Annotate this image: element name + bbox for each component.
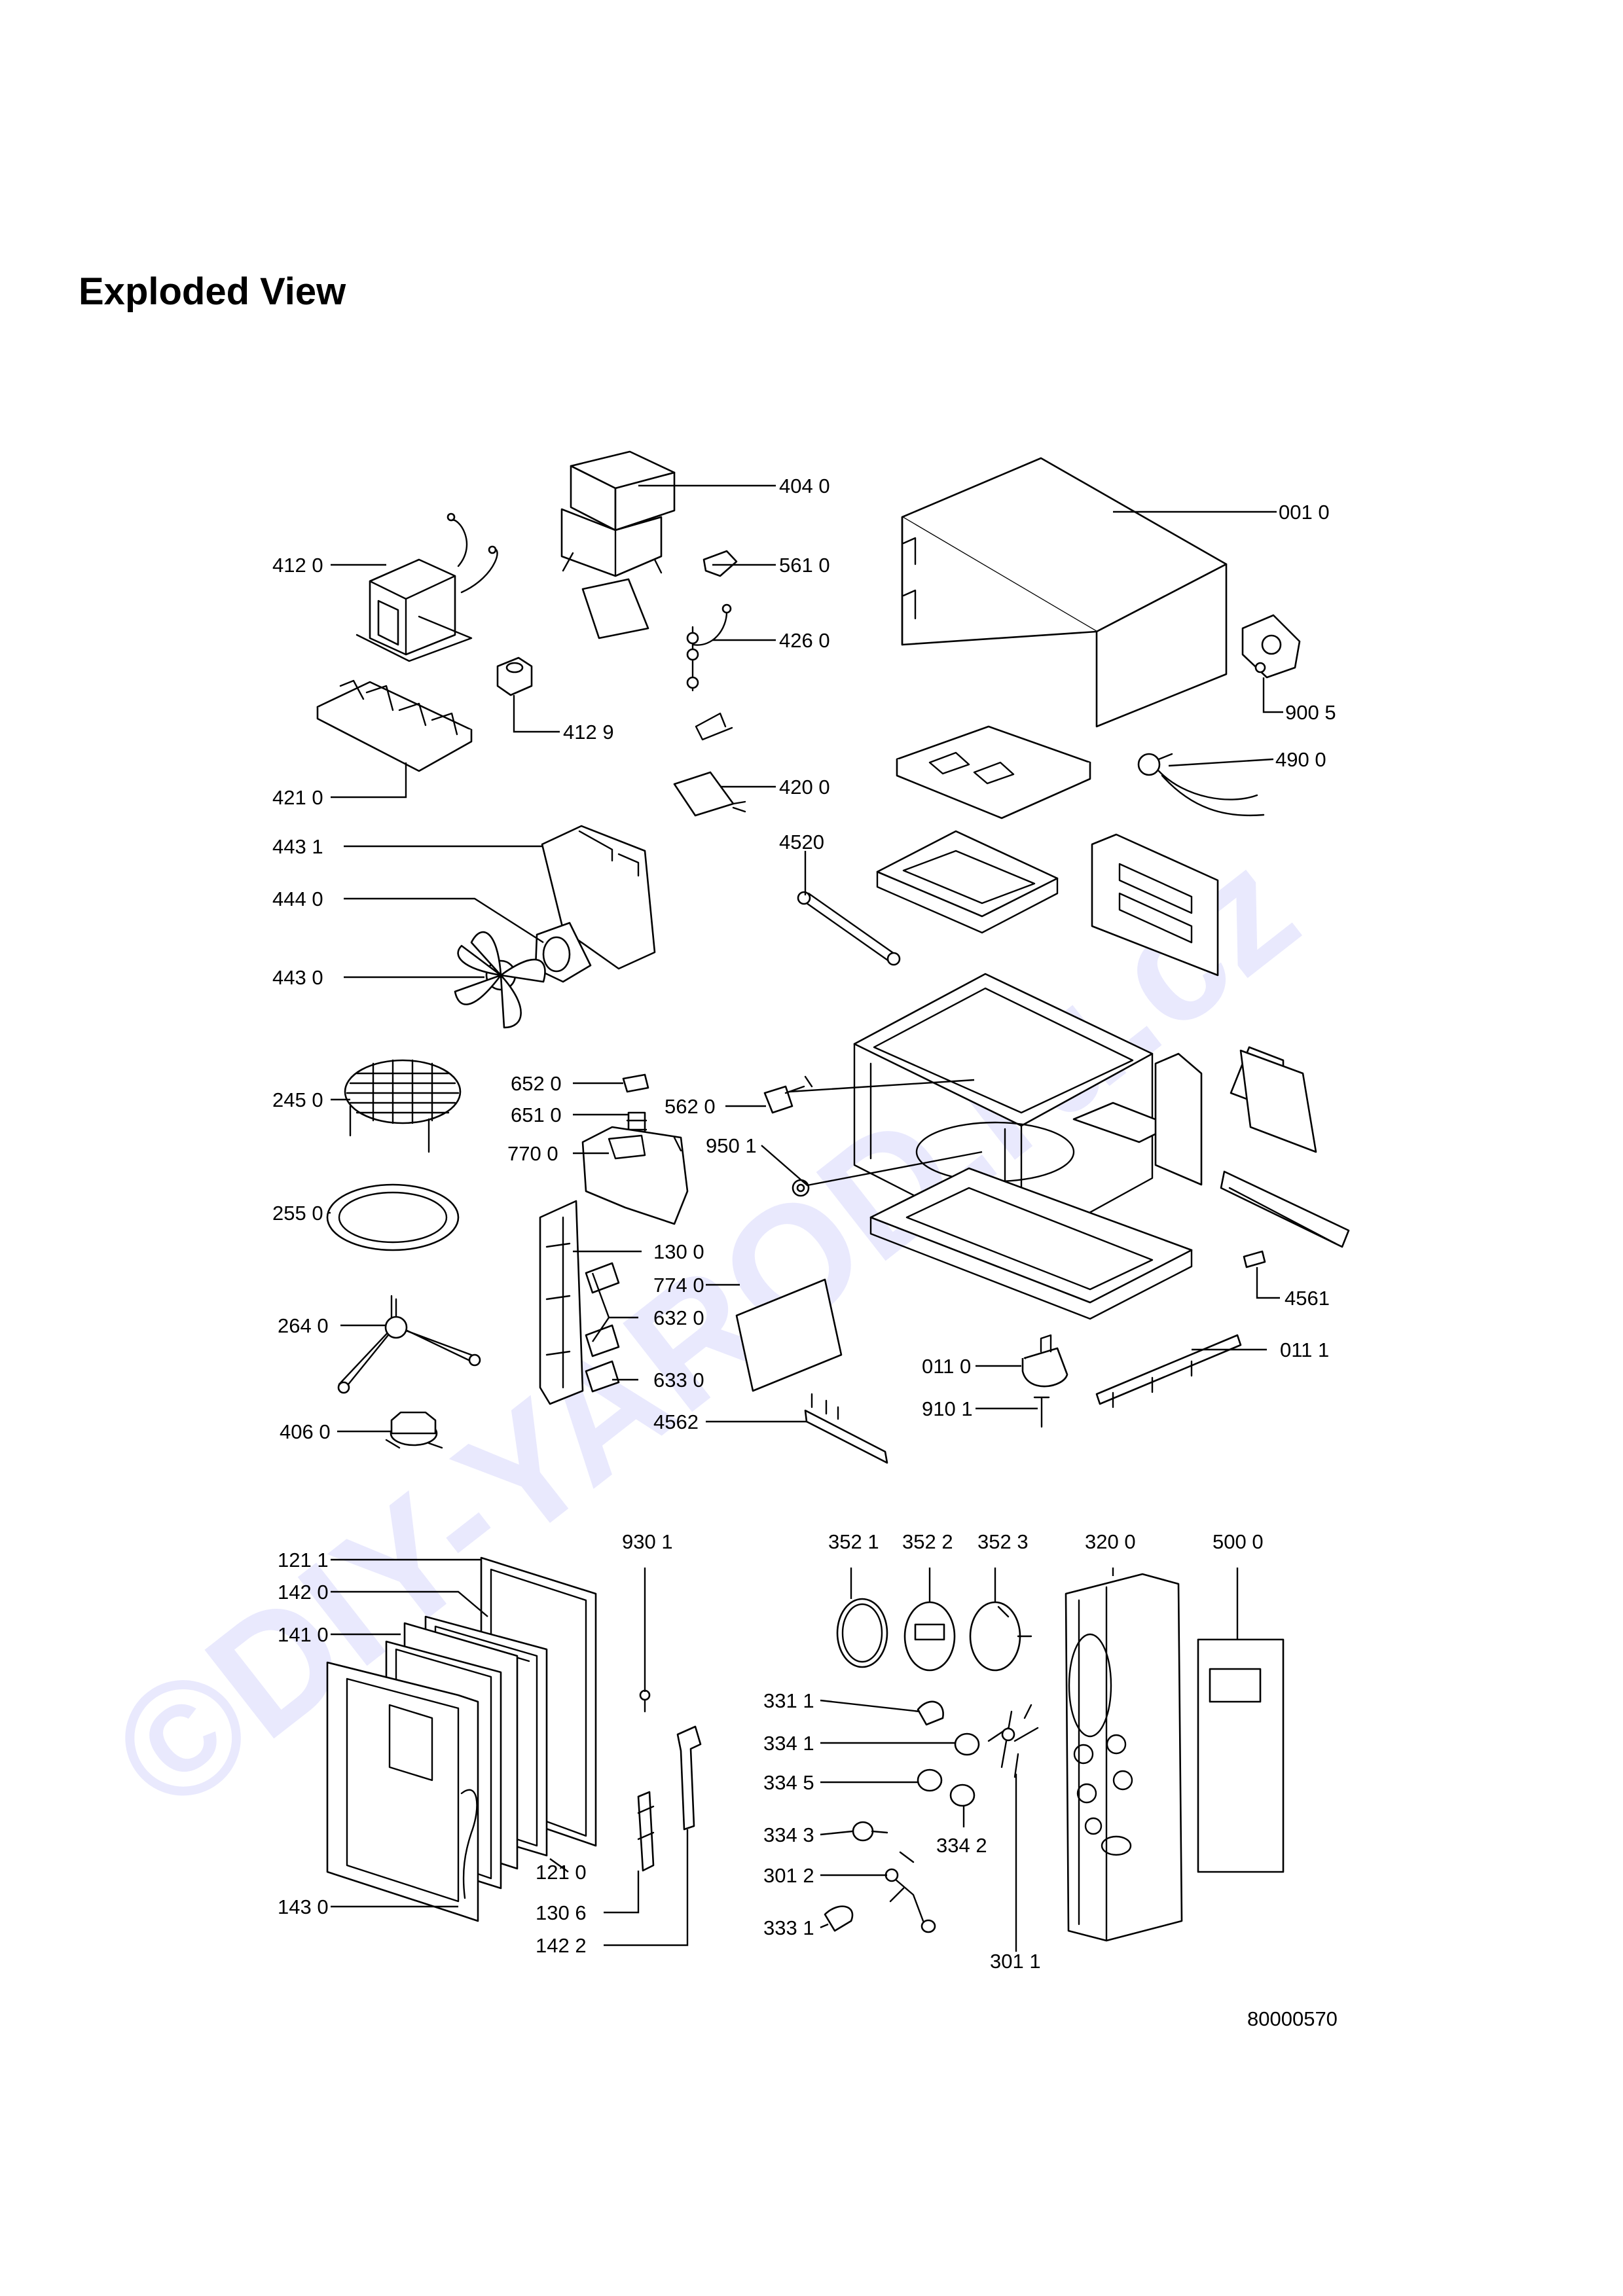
callout-334-1: 334 1	[763, 1732, 814, 1755]
callout-950-1: 950 1	[706, 1134, 757, 1157]
part-door-latch-holder	[539, 1200, 620, 1405]
part-4561	[1243, 1250, 1266, 1268]
part-4562	[804, 1393, 888, 1464]
callout-406-0: 406 0	[280, 1420, 331, 1443]
part-cover-panels	[876, 725, 1219, 977]
callout-562-0: 562 0	[665, 1095, 716, 1118]
callout-121-1: 121 1	[278, 1549, 329, 1571]
part-hv-board	[316, 679, 473, 772]
parts	[316, 450, 1350, 1942]
callout-420-0: 420 0	[779, 776, 830, 798]
part-cabinet	[901, 457, 1228, 728]
leader-lines	[327, 484, 1283, 1952]
callout-443-1: 443 1	[272, 835, 323, 858]
callout-4562: 4562	[653, 1410, 699, 1433]
part-fan-blade	[454, 931, 546, 1029]
part-thermostat	[702, 550, 738, 577]
callout-4561: 4561	[1285, 1287, 1330, 1310]
callout-443-0: 443 0	[272, 966, 323, 989]
callout-774-0: 774 0	[653, 1274, 704, 1297]
part-capacitor	[673, 712, 746, 817]
callout-426-0: 426 0	[779, 629, 830, 652]
page-title: Exploded View	[79, 270, 346, 313]
callout-320-0: 320 0	[1085, 1530, 1136, 1553]
callout-001-0: 001 0	[1279, 501, 1330, 524]
callout-011-1: 011 1	[1280, 1338, 1329, 1361]
callout-264-0: 264 0	[278, 1314, 329, 1337]
callout-770-0: 770 0	[507, 1142, 558, 1165]
callout-412-0: 412 0	[272, 554, 323, 577]
callout-404-0: 404 0	[779, 475, 830, 497]
part-heater-element	[797, 891, 901, 966]
part-control-panel	[824, 1573, 1285, 1942]
callout-121-0: 121 0	[536, 1861, 587, 1884]
callout-labels: 404 0 001 0 412 0 561 0 426 0 900 5 412 …	[272, 475, 1336, 1973]
part-roller-support	[337, 1295, 481, 1394]
part-lamp	[1137, 753, 1265, 817]
callout-444-0: 444 0	[272, 888, 323, 910]
callout-334-5: 334 5	[763, 1771, 814, 1794]
callout-421-0: 421 0	[272, 786, 323, 809]
callout-331-1: 331 1	[763, 1689, 814, 1712]
callout-143-0: 143 0	[278, 1895, 329, 1918]
part-transformer	[560, 450, 676, 639]
part-diode	[686, 603, 732, 692]
callout-245-0: 245 0	[272, 1088, 323, 1111]
document-id: 80000570	[1247, 2007, 1338, 2030]
callout-255-0: 255 0	[272, 1202, 323, 1225]
callout-4520: 4520	[779, 831, 824, 853]
part-turntable-motor-406	[385, 1411, 443, 1449]
callout-633-0: 633 0	[653, 1369, 704, 1391]
callout-011-0: 011 0	[922, 1355, 971, 1378]
callout-130-6: 130 6	[536, 1901, 587, 1924]
callout-900-5: 900 5	[1285, 701, 1336, 724]
part-oven-cavity	[853, 973, 1350, 1320]
callout-141-0: 141 0	[278, 1623, 329, 1646]
callout-910-1: 910 1	[922, 1397, 973, 1420]
part-grill-rack	[344, 1059, 462, 1153]
part-relay-block	[356, 512, 498, 662]
part-ferrite	[496, 656, 533, 696]
callout-652-0: 652 0	[511, 1072, 562, 1095]
callout-130-0: 130 0	[653, 1240, 704, 1263]
callout-142-0: 142 0	[278, 1581, 329, 1604]
callout-301-1: 301 1	[990, 1950, 1041, 1973]
callout-412-9: 412 9	[563, 721, 614, 744]
callout-352-2: 352 2	[902, 1530, 953, 1553]
part-fan-motor	[534, 922, 592, 983]
part-door-assembly	[326, 1556, 702, 1922]
part-door-rail	[1095, 1334, 1242, 1408]
part-waveguide-cover	[735, 1278, 843, 1392]
callout-334-3: 334 3	[763, 1823, 814, 1846]
callout-334-2: 334 2	[936, 1834, 987, 1857]
callout-500-0: 500 0	[1213, 1530, 1264, 1553]
callout-352-3: 352 3	[977, 1530, 1029, 1553]
callout-490-0: 490 0	[1275, 748, 1326, 771]
callout-930-1: 930 1	[622, 1530, 673, 1553]
part-roller-ring	[326, 1183, 460, 1251]
part-turntable-motor	[1021, 1334, 1068, 1428]
part-drive-parts	[581, 1073, 813, 1225]
callout-352-1: 352 1	[828, 1530, 879, 1553]
callout-651-0: 651 0	[511, 1103, 562, 1126]
callout-301-2: 301 2	[763, 1864, 814, 1887]
callout-333-1: 333 1	[763, 1916, 814, 1939]
callout-632-0: 632 0	[653, 1306, 704, 1329]
callout-142-2: 142 2	[536, 1934, 587, 1957]
part-bracket-9005	[1241, 614, 1301, 679]
callout-561-0: 561 0	[779, 554, 830, 577]
